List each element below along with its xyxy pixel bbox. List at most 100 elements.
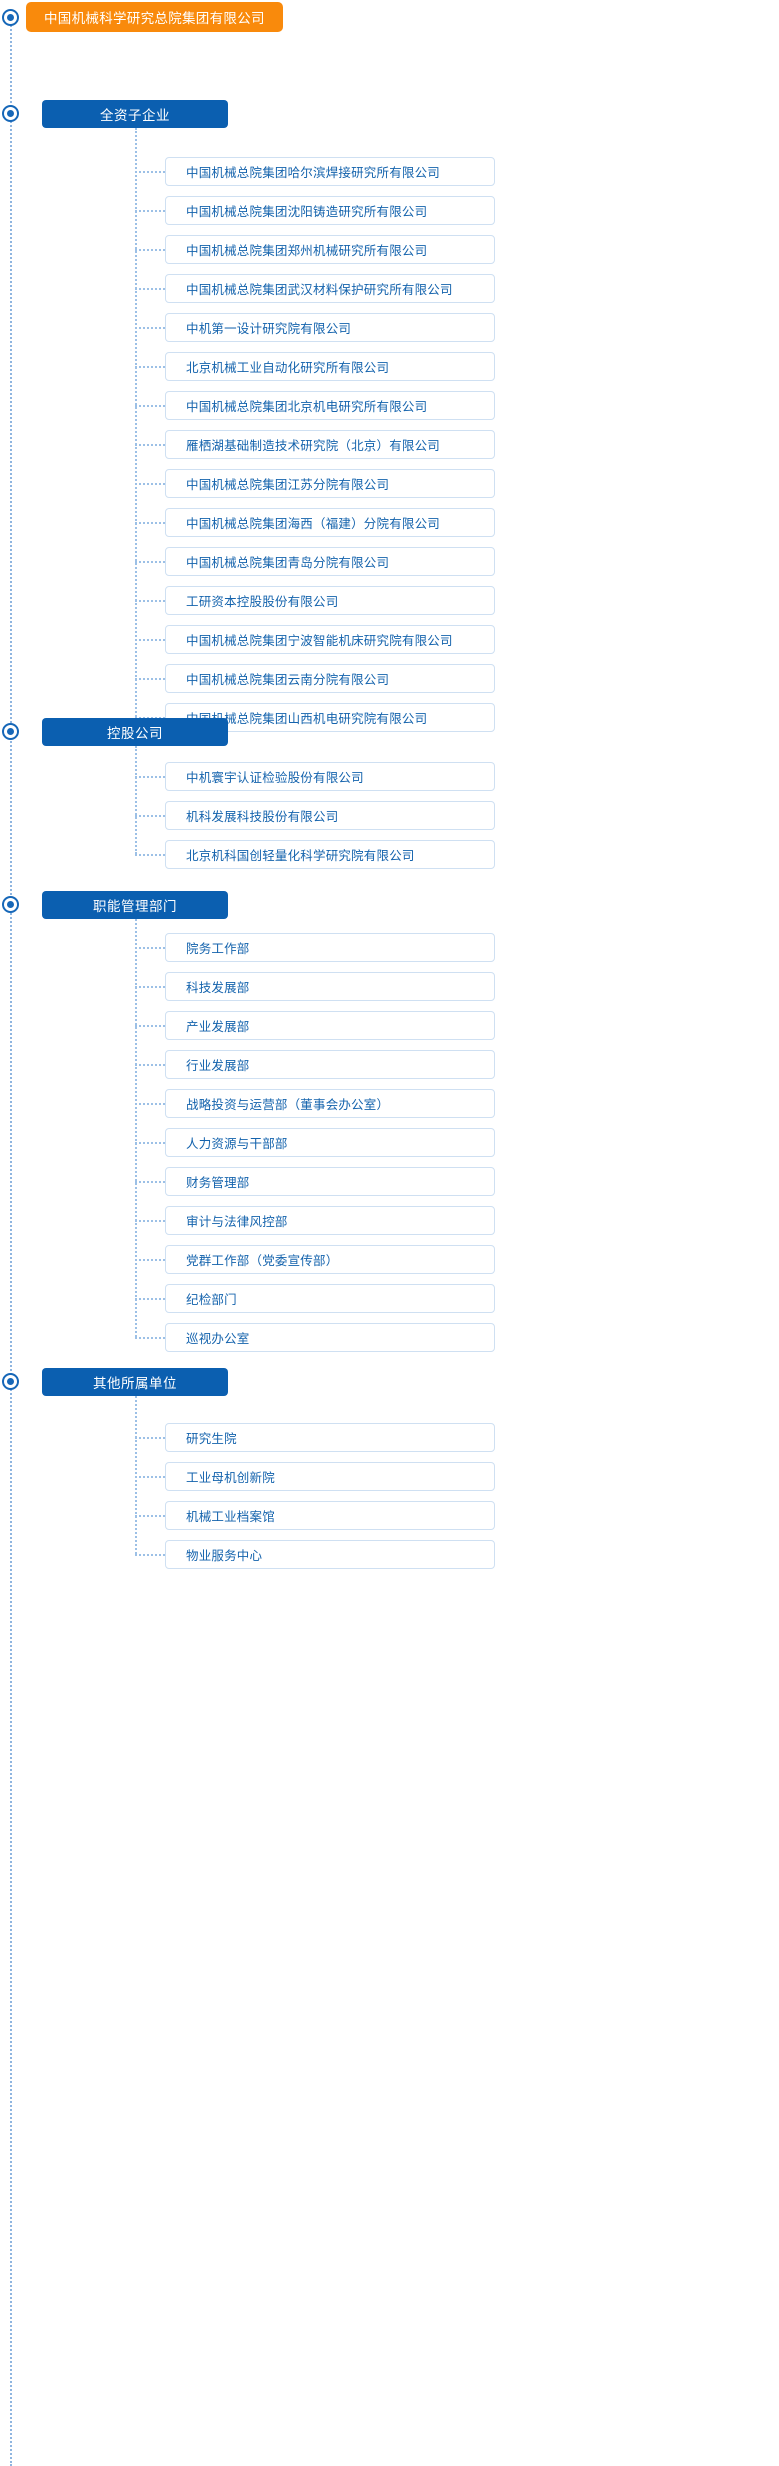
org-unit-item[interactable]: 北京机械工业自动化研究所有限公司 <box>165 352 495 381</box>
item-row: 中国机械总院集团武汉材料保护研究所有限公司 <box>0 274 779 303</box>
org-unit-item[interactable]: 党群工作部（党委宣传部） <box>165 1245 495 1274</box>
item-row: 财务管理部 <box>0 1167 779 1196</box>
branch-spine-line <box>135 128 137 717</box>
org-unit-item[interactable]: 中国机械总院集团沈阳铸造研究所有限公司 <box>165 196 495 225</box>
item-connector-line <box>135 366 165 368</box>
item-connector-line <box>135 1476 165 1478</box>
org-unit-item[interactable]: 物业服务中心 <box>165 1540 495 1569</box>
item-connector-line <box>135 1554 165 1556</box>
item-row: 中国机械总院集团江苏分院有限公司 <box>0 469 779 498</box>
org-unit-item[interactable]: 机科发展科技股份有限公司 <box>165 801 495 830</box>
org-unit-item[interactable]: 中国机械总院集团哈尔滨焊接研究所有限公司 <box>165 157 495 186</box>
org-unit-item[interactable]: 工研资本控股股份有限公司 <box>165 586 495 615</box>
org-unit-item[interactable]: 中国机械总院集团北京机电研究所有限公司 <box>165 391 495 420</box>
item-row: 战略投资与运营部（董事会办公室） <box>0 1089 779 1118</box>
section-button[interactable]: 全资子企业 <box>42 100 228 128</box>
section-button[interactable]: 控股公司 <box>42 718 228 746</box>
org-unit-item[interactable]: 研究生院 <box>165 1423 495 1452</box>
root-node-company[interactable]: 中国机械科学研究总院集团有限公司 <box>26 2 283 32</box>
item-connector-line <box>135 327 165 329</box>
branch-spine-line <box>135 746 137 854</box>
org-unit-item[interactable]: 工业母机创新院 <box>165 1462 495 1491</box>
item-row: 机械工业档案馆 <box>0 1501 779 1530</box>
item-connector-line <box>135 1437 165 1439</box>
item-connector-line <box>135 522 165 524</box>
org-unit-item[interactable]: 中国机械总院集团郑州机械研究所有限公司 <box>165 235 495 264</box>
org-unit-item[interactable]: 中国机械总院集团青岛分院有限公司 <box>165 547 495 576</box>
item-connector-line <box>135 171 165 173</box>
item-row: 中国机械总院集团沈阳铸造研究所有限公司 <box>0 196 779 225</box>
org-unit-item[interactable]: 人力资源与干部部 <box>165 1128 495 1157</box>
item-row: 中国机械总院集团海西（福建）分院有限公司 <box>0 508 779 537</box>
org-unit-item[interactable]: 中国机械总院集团云南分院有限公司 <box>165 664 495 693</box>
org-unit-item[interactable]: 机械工业档案馆 <box>165 1501 495 1530</box>
item-row: 雁栖湖基础制造技术研究院（北京）有限公司 <box>0 430 779 459</box>
item-row: 工研资本控股股份有限公司 <box>0 586 779 615</box>
item-row: 中国机械总院集团宁波智能机床研究院有限公司 <box>0 625 779 654</box>
item-row: 行业发展部 <box>0 1050 779 1079</box>
org-unit-item[interactable]: 雁栖湖基础制造技术研究院（北京）有限公司 <box>165 430 495 459</box>
item-connector-line <box>135 405 165 407</box>
org-unit-item[interactable]: 中国机械总院集团宁波智能机床研究院有限公司 <box>165 625 495 654</box>
org-unit-item[interactable]: 行业发展部 <box>165 1050 495 1079</box>
item-connector-line <box>135 815 165 817</box>
item-row: 工业母机创新院 <box>0 1462 779 1491</box>
org-unit-item[interactable]: 院务工作部 <box>165 933 495 962</box>
item-row: 科技发展部 <box>0 972 779 1001</box>
item-row: 中国机械总院集团云南分院有限公司 <box>0 664 779 693</box>
org-unit-item[interactable]: 战略投资与运营部（董事会办公室） <box>165 1089 495 1118</box>
item-row: 中国机械总院集团青岛分院有限公司 <box>0 547 779 576</box>
org-unit-item[interactable]: 审计与法律风控部 <box>165 1206 495 1235</box>
branch-spine-line <box>135 1396 137 1554</box>
item-row: 中机寰宇认证检验股份有限公司 <box>0 762 779 791</box>
trunk-marker-section <box>2 1373 19 1390</box>
item-connector-line <box>135 210 165 212</box>
item-connector-line <box>135 1181 165 1183</box>
org-unit-item[interactable]: 财务管理部 <box>165 1167 495 1196</box>
item-connector-line <box>135 483 165 485</box>
org-unit-item[interactable]: 产业发展部 <box>165 1011 495 1040</box>
item-row: 审计与法律风控部 <box>0 1206 779 1235</box>
item-connector-line <box>135 1515 165 1517</box>
item-row: 北京机械工业自动化研究所有限公司 <box>0 352 779 381</box>
branch-spine-line <box>135 919 137 1337</box>
item-row: 党群工作部（党委宣传部） <box>0 1245 779 1274</box>
item-connector-line <box>135 1142 165 1144</box>
item-row: 产业发展部 <box>0 1011 779 1040</box>
item-row: 物业服务中心 <box>0 1540 779 1569</box>
org-unit-item[interactable]: 中国机械总院集团海西（福建）分院有限公司 <box>165 508 495 537</box>
section-button[interactable]: 其他所属单位 <box>42 1368 228 1396</box>
item-row: 院务工作部 <box>0 933 779 962</box>
item-row: 中国机械总院集团哈尔滨焊接研究所有限公司 <box>0 157 779 186</box>
item-connector-line <box>135 639 165 641</box>
org-unit-item[interactable]: 北京机科国创轻量化科学研究院有限公司 <box>165 840 495 869</box>
item-row: 中国机械总院集团北京机电研究所有限公司 <box>0 391 779 420</box>
item-connector-line <box>135 947 165 949</box>
item-connector-line <box>135 1259 165 1261</box>
trunk-marker-section <box>2 896 19 913</box>
org-unit-item[interactable]: 中国机械总院集团武汉材料保护研究所有限公司 <box>165 274 495 303</box>
item-connector-line <box>135 600 165 602</box>
item-connector-line <box>135 1298 165 1300</box>
trunk-marker-section <box>2 105 19 122</box>
item-connector-line <box>135 1220 165 1222</box>
item-row: 巡视办公室 <box>0 1323 779 1352</box>
item-row: 中机第一设计研究院有限公司 <box>0 313 779 342</box>
org-unit-item[interactable]: 巡视办公室 <box>165 1323 495 1352</box>
item-connector-line <box>135 561 165 563</box>
section-button[interactable]: 职能管理部门 <box>42 891 228 919</box>
trunk-marker-section <box>2 723 19 740</box>
org-unit-item[interactable]: 纪检部门 <box>165 1284 495 1313</box>
item-connector-line <box>135 678 165 680</box>
item-connector-line <box>135 249 165 251</box>
item-row: 研究生院 <box>0 1423 779 1452</box>
trunk-marker-root <box>2 9 19 26</box>
org-unit-item[interactable]: 科技发展部 <box>165 972 495 1001</box>
item-connector-line <box>135 1064 165 1066</box>
org-unit-item[interactable]: 中机寰宇认证检验股份有限公司 <box>165 762 495 791</box>
item-connector-line <box>135 1337 165 1339</box>
org-unit-item[interactable]: 中机第一设计研究院有限公司 <box>165 313 495 342</box>
item-connector-line <box>135 1025 165 1027</box>
org-unit-item[interactable]: 中国机械总院集团江苏分院有限公司 <box>165 469 495 498</box>
